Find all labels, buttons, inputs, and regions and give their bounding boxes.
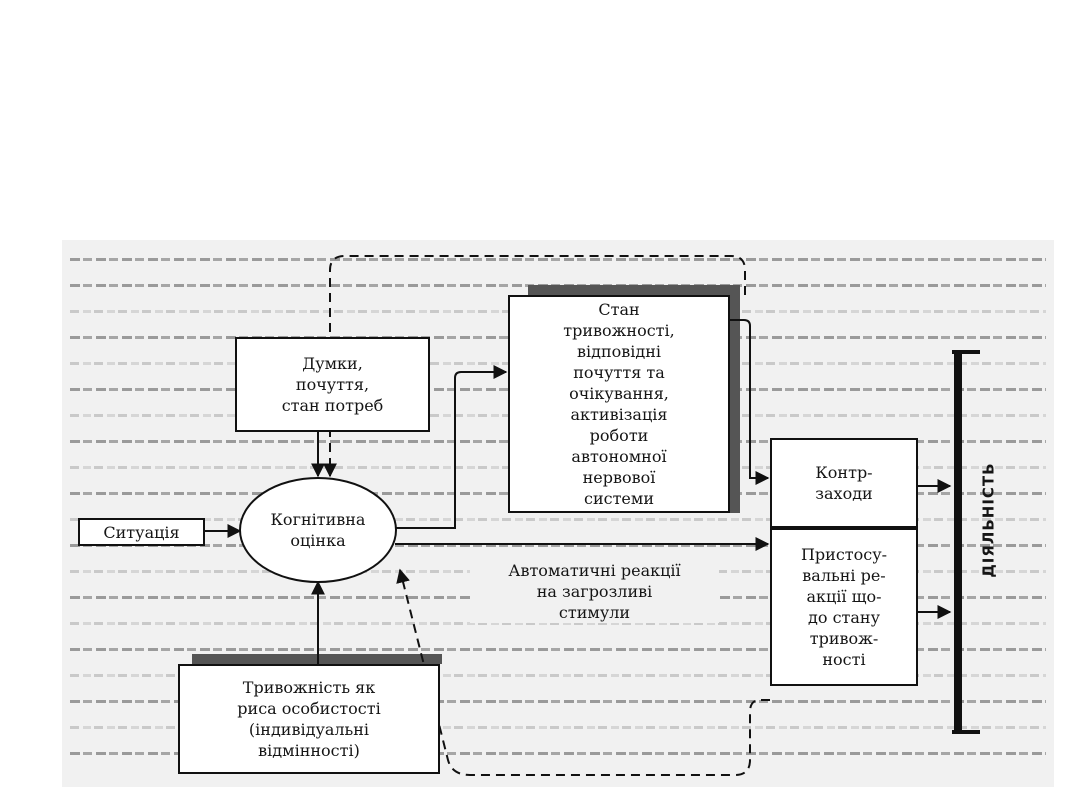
situation-label: Ситуація (103, 522, 180, 542)
background-text-line (70, 518, 1046, 521)
anxiety-state-shadow-right (730, 285, 740, 513)
situation-box: Ситуація (78, 518, 205, 546)
thoughts-box: Думки, почуття, стан потреб (235, 337, 430, 432)
automatic-reactions-label: Автоматичні реакції на загрозливі стимул… (470, 560, 719, 623)
dashed-feedback-anxiety-cognitive (323, 255, 746, 478)
background-text-line (70, 648, 1046, 651)
background-text-line (70, 622, 1046, 625)
countermeasures-box: Контр- заходи (770, 438, 918, 528)
background-text-line (70, 674, 1046, 677)
trait-anxiety-box: Тривожність як риса особистості (індивід… (178, 664, 440, 774)
background-text-line (70, 752, 1046, 755)
background-text-line (70, 258, 1046, 261)
anxiety-state-shadow-top (528, 285, 738, 295)
arrow-anxiety-countermeasures (730, 319, 770, 485)
anxiety-state-label: Стан тривожності, відповідні почуття та … (563, 300, 675, 508)
arrow-cognitive-anxiety-state (395, 365, 508, 529)
thoughts-label: Думки, почуття, стан потреб (281, 354, 384, 415)
activity-label: ДІЯЛЬНІСТЬ (980, 462, 999, 578)
background-text-line (70, 726, 1046, 729)
background-text-line (70, 544, 1046, 547)
background-text-line (70, 700, 1046, 703)
trait-anxiety-label: Тривожність як риса особистості (індивід… (237, 678, 381, 760)
anxiety-state-box: Стан тривожності, відповідні почуття та … (508, 295, 730, 513)
cognitive-evaluation-ellipse (239, 477, 397, 583)
activity-label-container: ДІЯЛЬНІСТЬ (978, 420, 1000, 620)
dashed-feedback-adaptive-cognitive (396, 568, 770, 776)
adaptive-reactions-box: Пристосу- вальні ре- акції що- до стану … (770, 528, 918, 686)
cognitive-evaluation-label: Когнітивна оцінка (270, 510, 366, 550)
adaptive-reactions-label: Пристосу- вальні ре- акції що- до стану … (800, 545, 888, 669)
countermeasures-label: Контр- заходи (815, 463, 873, 503)
